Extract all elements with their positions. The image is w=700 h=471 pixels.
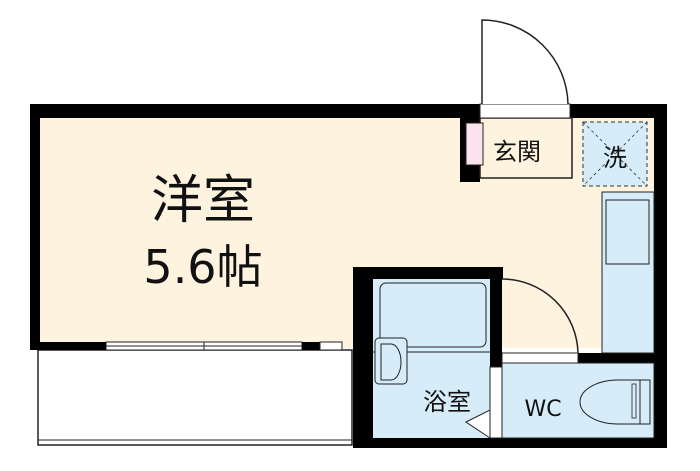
- window: [40, 341, 343, 351]
- toilet: [579, 379, 651, 425]
- entrance-door: [481, 19, 569, 105]
- kitchen-counter: [601, 191, 655, 354]
- balcony: [37, 349, 353, 446]
- bathtub: [379, 282, 487, 348]
- laundry-label: 洗: [603, 144, 627, 172]
- door-swing: [501, 278, 579, 354]
- sink: [374, 337, 408, 385]
- toilet-room: WC: [501, 362, 655, 439]
- entrance-label: 玄関: [493, 138, 541, 166]
- entrance: 玄関: [465, 19, 573, 179]
- bathroom: 浴室: [373, 279, 503, 439]
- bathroom-label: 浴室: [423, 388, 471, 416]
- laundry-space: 洗: [582, 121, 648, 187]
- western-room-size: 5.6帖: [143, 240, 262, 294]
- toilet-label: WC: [524, 397, 561, 422]
- western-room-label: 洋室: [151, 171, 255, 231]
